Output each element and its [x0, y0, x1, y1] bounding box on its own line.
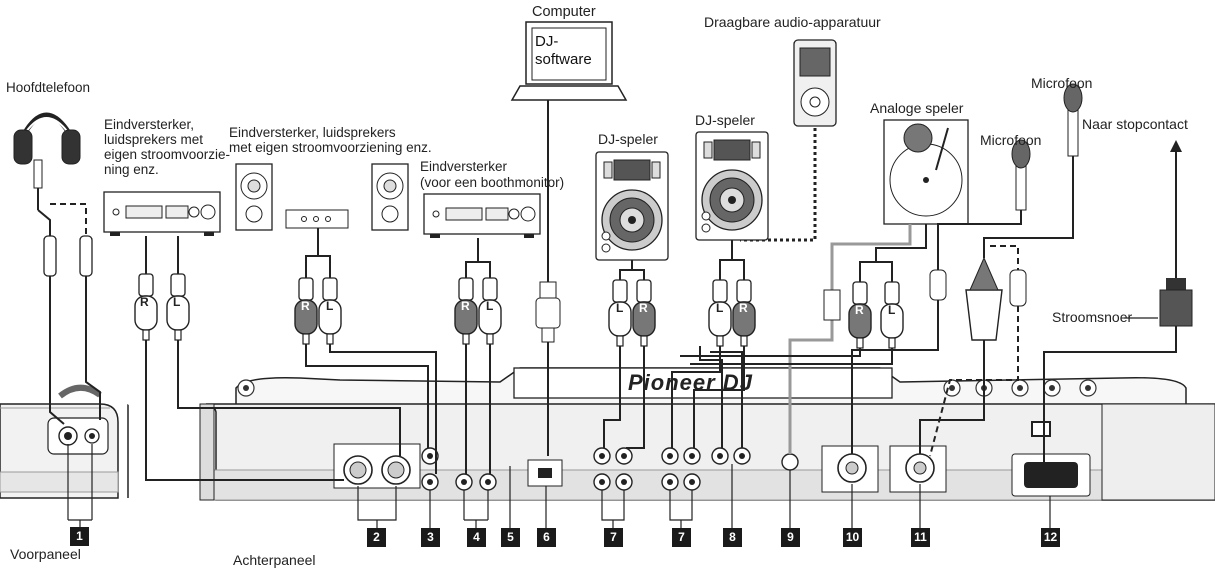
plug-letter-l: L: [888, 303, 895, 318]
callout-5: 5: [501, 528, 520, 547]
screen-text-line1: DJ-: [535, 33, 558, 50]
label-eind1-line3: eigen stroomvoorzie-: [104, 147, 230, 162]
label-achterpaneel: Achterpaneel: [233, 553, 316, 568]
callout-6: 6: [537, 528, 556, 547]
label-naar-stopcontact: Naar stopcontact: [1082, 117, 1188, 132]
plug-letter-r: R: [639, 301, 648, 316]
label-eind3-line1: Eindversterker: [420, 159, 507, 174]
label-analoge-speler: Analoge speler: [870, 101, 963, 116]
label-eind2-line1: Eindversterker, luidsprekers: [229, 125, 396, 140]
label-eind2-line2: met eigen stroomvoorziening enz.: [229, 140, 432, 155]
label-stroomsnoer: Stroomsnoer: [1052, 310, 1132, 325]
plug-letter-l: L: [616, 301, 623, 316]
screen-text-line2: software: [535, 51, 592, 68]
label-djspeler-2: DJ-speler: [695, 113, 755, 128]
label-microfoon-2: Microfoon: [980, 133, 1041, 148]
plug-letter-r: R: [855, 303, 864, 318]
plug-letter-r: R: [461, 299, 470, 314]
callout-9: 9: [781, 528, 800, 547]
callout-2: 2: [367, 528, 386, 547]
label-eind3-line2: (voor een boothmonitor): [420, 175, 564, 190]
plug-letter-r: R: [140, 295, 149, 310]
label-hoofdtelefoon: Hoofdtelefoon: [6, 80, 90, 95]
label-djspeler-1: DJ-speler: [598, 132, 658, 147]
brand-logo: Pioneer DJ: [628, 370, 753, 395]
callout-4: 4: [467, 528, 486, 547]
label-draagbare: Draagbare audio-apparatuur: [704, 15, 881, 30]
callout-11: 11: [911, 528, 930, 547]
callout-1: 1: [70, 527, 89, 546]
callout-7a: 7: [604, 528, 623, 547]
plug-letter-l: L: [326, 299, 333, 314]
label-microfoon-1: Microfoon: [1031, 76, 1092, 91]
plug-letter-r: R: [739, 301, 748, 316]
callout-8: 8: [723, 528, 742, 547]
label-computer: Computer: [532, 5, 596, 20]
plug-letter-l: L: [173, 295, 180, 310]
label-voorpaneel: Voorpaneel: [10, 547, 81, 562]
plug-letter-l: L: [716, 301, 723, 316]
callout-3: 3: [421, 528, 440, 547]
callout-7b: 7: [672, 528, 691, 547]
label-eind1-line1: Eindversterker,: [104, 117, 194, 132]
callout-12: 12: [1041, 528, 1060, 547]
plug-letter-l: L: [486, 299, 493, 314]
label-eind1-line2: luidsprekers met: [104, 132, 203, 147]
label-eind1-line4: ning enz.: [104, 162, 159, 177]
plug-letter-r: R: [301, 299, 310, 314]
callout-10: 10: [843, 528, 862, 547]
